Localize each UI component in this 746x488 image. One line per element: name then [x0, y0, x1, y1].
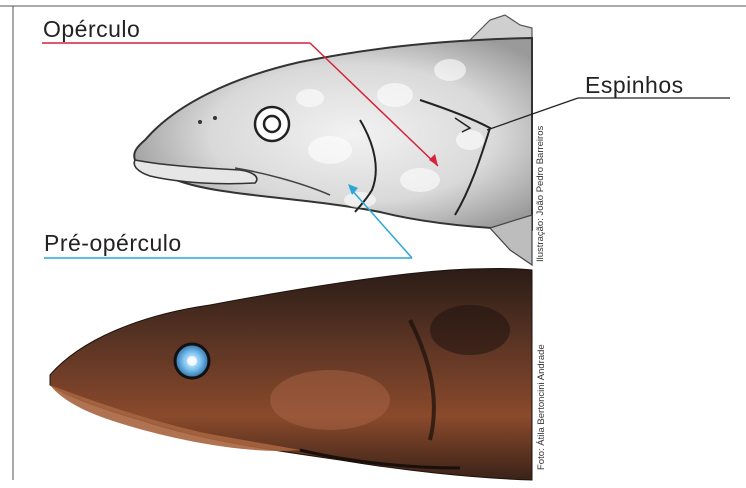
pre-operculo-label: Pré-opérculo: [44, 230, 182, 257]
photo-credit: Foto: Átila Bertoncini Andrade: [536, 344, 547, 470]
fish-illustration: [134, 15, 532, 265]
fish-photo: [50, 269, 532, 481]
illustration-credit: Ilustração: João Pedro Barreiros: [535, 126, 546, 262]
operculo-label: Opérculo: [43, 16, 140, 43]
espinhos-label: Espinhos: [585, 72, 684, 99]
